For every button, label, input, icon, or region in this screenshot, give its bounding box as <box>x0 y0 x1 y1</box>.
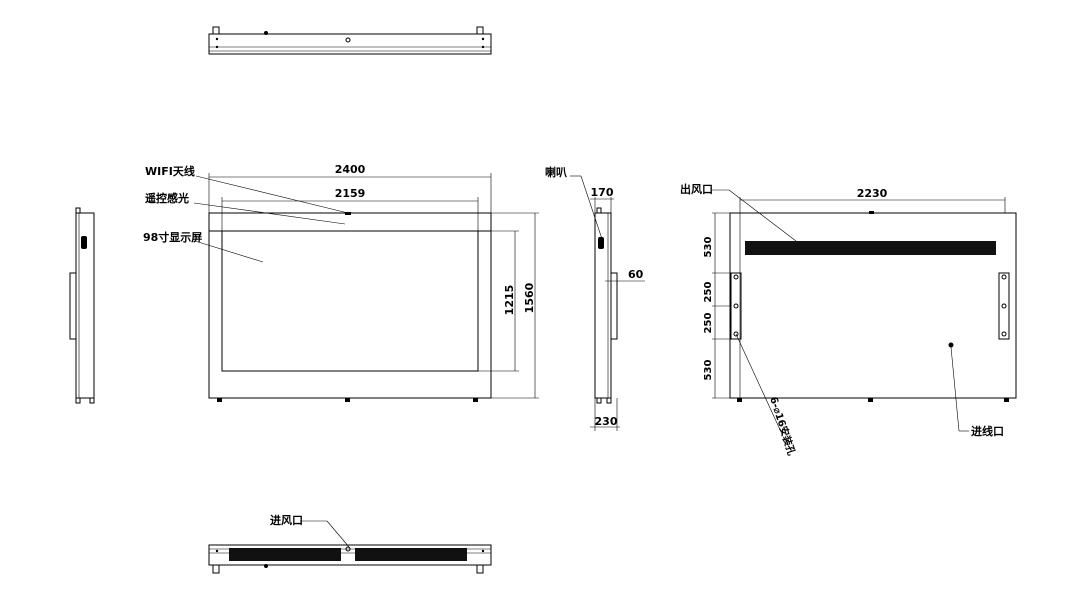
dim-overall-width: 2400 <box>335 163 366 176</box>
dim-back-v2: 250 <box>703 282 714 303</box>
dim-overall-height: 1560 <box>523 282 536 313</box>
dim-screen-height: 1215 <box>503 285 516 316</box>
dim-bracket-depth: 60 <box>628 268 644 281</box>
dim-back-v1: 530 <box>703 237 714 258</box>
front-view: 2400 2159 1215 1560 WIFI天线 遥控感光 98寸显示屏 <box>143 163 539 402</box>
label-wifi-antenna: WIFI天线 <box>145 164 195 178</box>
label-mounting-holes: 6-⌀16安装孔 <box>767 395 798 457</box>
dim-depth-top: 170 <box>591 186 614 199</box>
label-cable-inlet: 进线口 <box>971 424 1004 438</box>
bottom-view: 进风口 <box>208 513 492 574</box>
dim-back-v4: 530 <box>703 360 714 381</box>
label-remote-sensor: 遥控感光 <box>145 191 189 205</box>
rear-view: 2230 530 250 250 530 出风口 6-⌀16安装孔 进线口 <box>680 182 1017 457</box>
label-speaker: 喇叭 <box>545 165 567 179</box>
label-air-inlet: 进风口 <box>270 513 303 527</box>
inlet-vent-right <box>355 548 467 561</box>
outlet-vent <box>745 241 996 255</box>
top-view <box>208 26 492 55</box>
dim-depth-bottom: 230 <box>595 415 618 428</box>
left-side-view <box>69 207 95 404</box>
dim-screen-width: 2159 <box>335 187 366 200</box>
label-air-outlet: 出风口 <box>680 182 713 196</box>
dim-back-width: 2230 <box>857 187 888 200</box>
dim-back-v3: 250 <box>703 313 714 334</box>
inlet-vent-left <box>229 548 341 561</box>
right-side-view: 170 60 230 喇叭 <box>545 165 645 431</box>
label-display-screen: 98寸显示屏 <box>143 230 202 244</box>
